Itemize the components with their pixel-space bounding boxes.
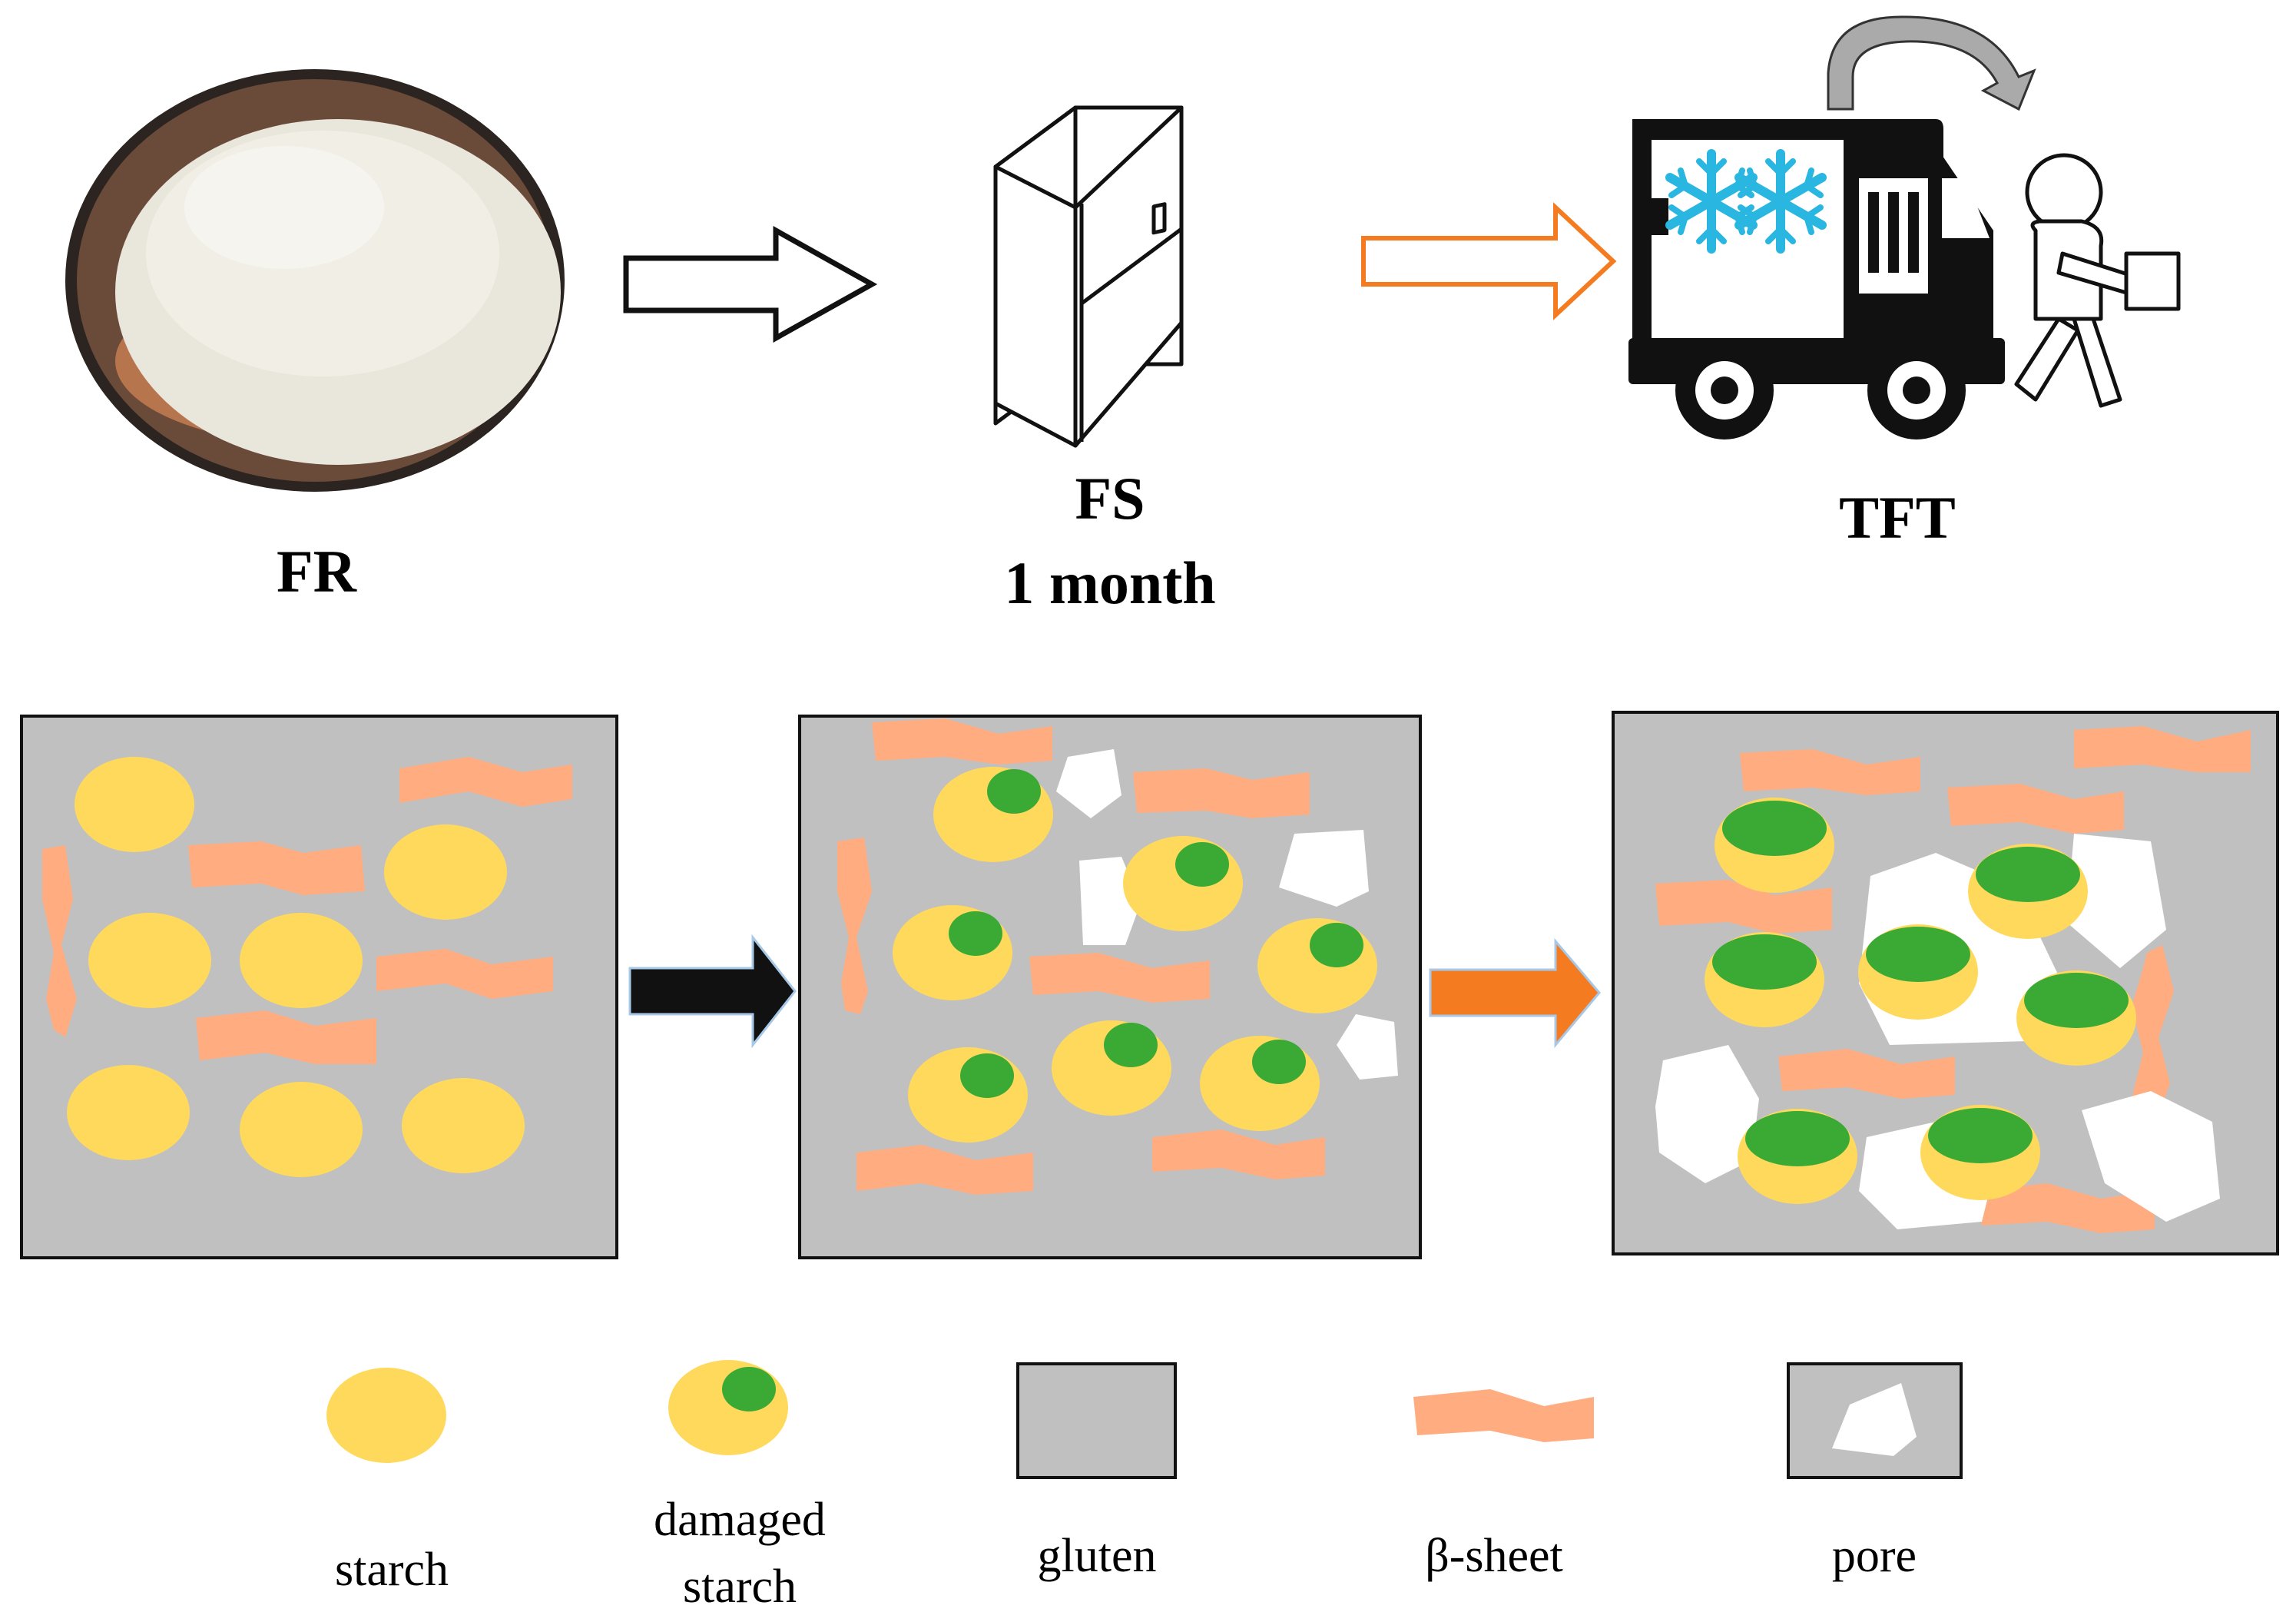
frozen-dough-photo — [65, 69, 565, 492]
arrow-fs-to-tft — [1361, 202, 1617, 320]
legend-swatch-beta-sheet — [1413, 1389, 1594, 1442]
stage-label: FS — [1075, 465, 1145, 532]
legend-swatch-pore — [1787, 1362, 1963, 1479]
legend-label: β-sheet — [1425, 1530, 1563, 1582]
delivery-person-icon — [2014, 153, 2181, 408]
panel-fs — [798, 715, 1422, 1259]
arrow-fr-to-fs — [623, 226, 878, 343]
legend-label: gluten — [1038, 1530, 1157, 1582]
stage-sublabel: 1 month — [1004, 549, 1215, 616]
arrow-fs-to-tft-micro — [1429, 937, 1601, 1049]
snowflake-icon — [1734, 149, 1827, 254]
legend-label: pore — [1832, 1530, 1917, 1582]
stage-label: TFT — [1839, 484, 1956, 551]
arrow-fr-to-fs-micro — [628, 934, 797, 1049]
delivery-curved-arrow — [1827, 15, 2036, 111]
legend-label: starch — [335, 1544, 449, 1596]
legend-swatch-gluten — [1016, 1362, 1177, 1479]
legend-label: starch — [683, 1561, 797, 1613]
panel-tft — [1612, 711, 2279, 1255]
freezer-icon — [993, 105, 1184, 448]
legend-swatch-starch — [326, 1368, 446, 1463]
stage-label: FR — [277, 538, 358, 605]
legend-label: damaged — [654, 1494, 826, 1546]
panel-fr — [20, 715, 618, 1259]
legend-swatch-damaged-starch — [668, 1360, 788, 1455]
legend: starch damaged starch gluten β-sheet por… — [326, 1360, 1963, 1613]
refrigerated-truck-icon — [1628, 119, 2005, 439]
